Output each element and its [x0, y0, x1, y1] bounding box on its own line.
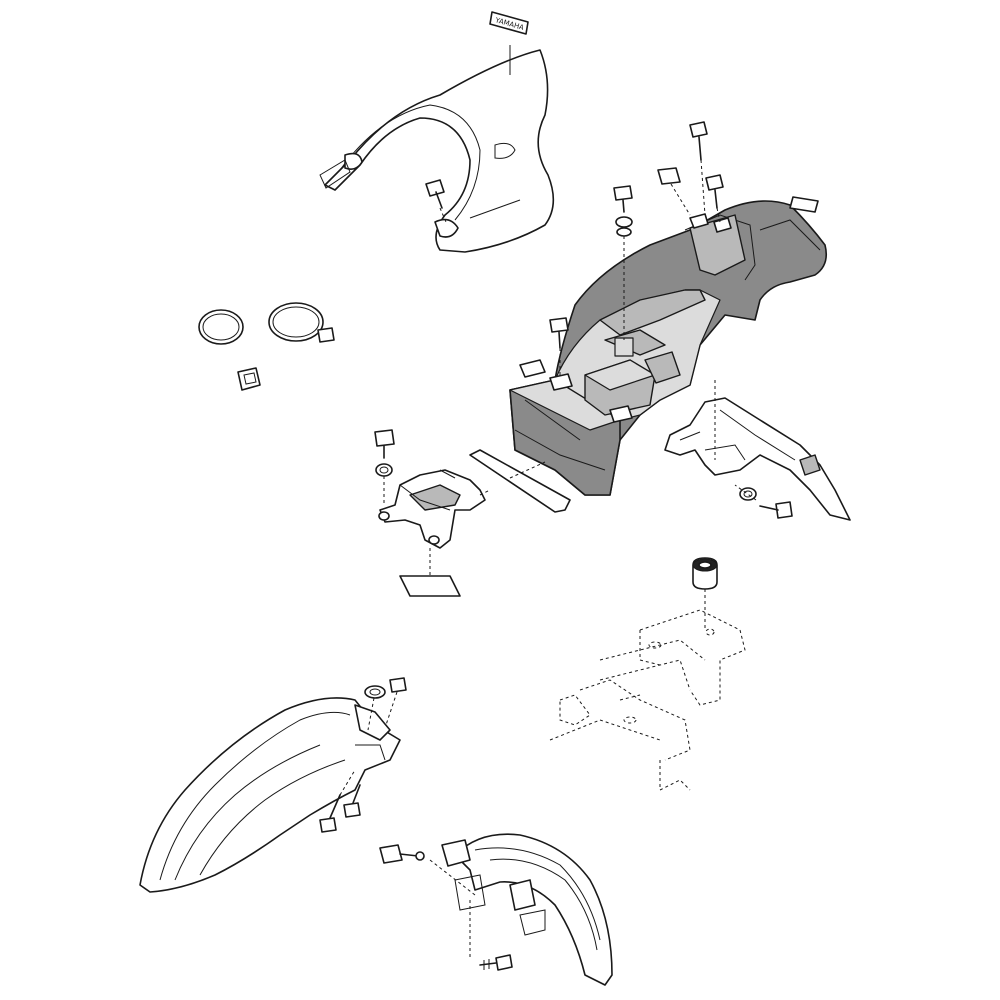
- front-fender: [429, 833, 613, 986]
- o-ring-large: [268, 302, 335, 343]
- tray-bolt-left: [549, 317, 569, 375]
- fender-bolt: [479, 954, 513, 971]
- brand-emblem: YAMAHA: [489, 11, 529, 35]
- o-ring-small: [198, 309, 244, 345]
- license-bracket: [664, 380, 851, 521]
- hugger-bolt-2: [343, 784, 361, 818]
- bracket-bolt-upper: [374, 429, 395, 505]
- rear-hugger-fender: [139, 697, 401, 893]
- rear-fender-tray: [509, 200, 828, 496]
- bracket-bolt: [734, 484, 793, 519]
- tray-screw-left: [613, 185, 633, 340]
- battery-bracket: [378, 469, 491, 575]
- brake-hose-clamp: [379, 844, 425, 864]
- rubber-pad-plate: [399, 575, 461, 597]
- cowl-bolt: [425, 179, 447, 223]
- rubber-pad: [789, 196, 819, 213]
- seat-cowl: YAMAHA: [319, 11, 555, 253]
- foam-strip: [469, 449, 571, 513]
- hugger-collar: [364, 685, 386, 731]
- rubber-damper: [692, 557, 718, 630]
- frame-rail-dashed: [549, 609, 746, 791]
- hugger-nut: [385, 677, 407, 726]
- clip-fastener: [237, 367, 261, 391]
- hugger-bolt-1: [319, 769, 356, 833]
- tray-bolt-top: [689, 121, 708, 216]
- tray-bolt-2: [705, 174, 724, 223]
- tray-clip-top: [657, 167, 691, 216]
